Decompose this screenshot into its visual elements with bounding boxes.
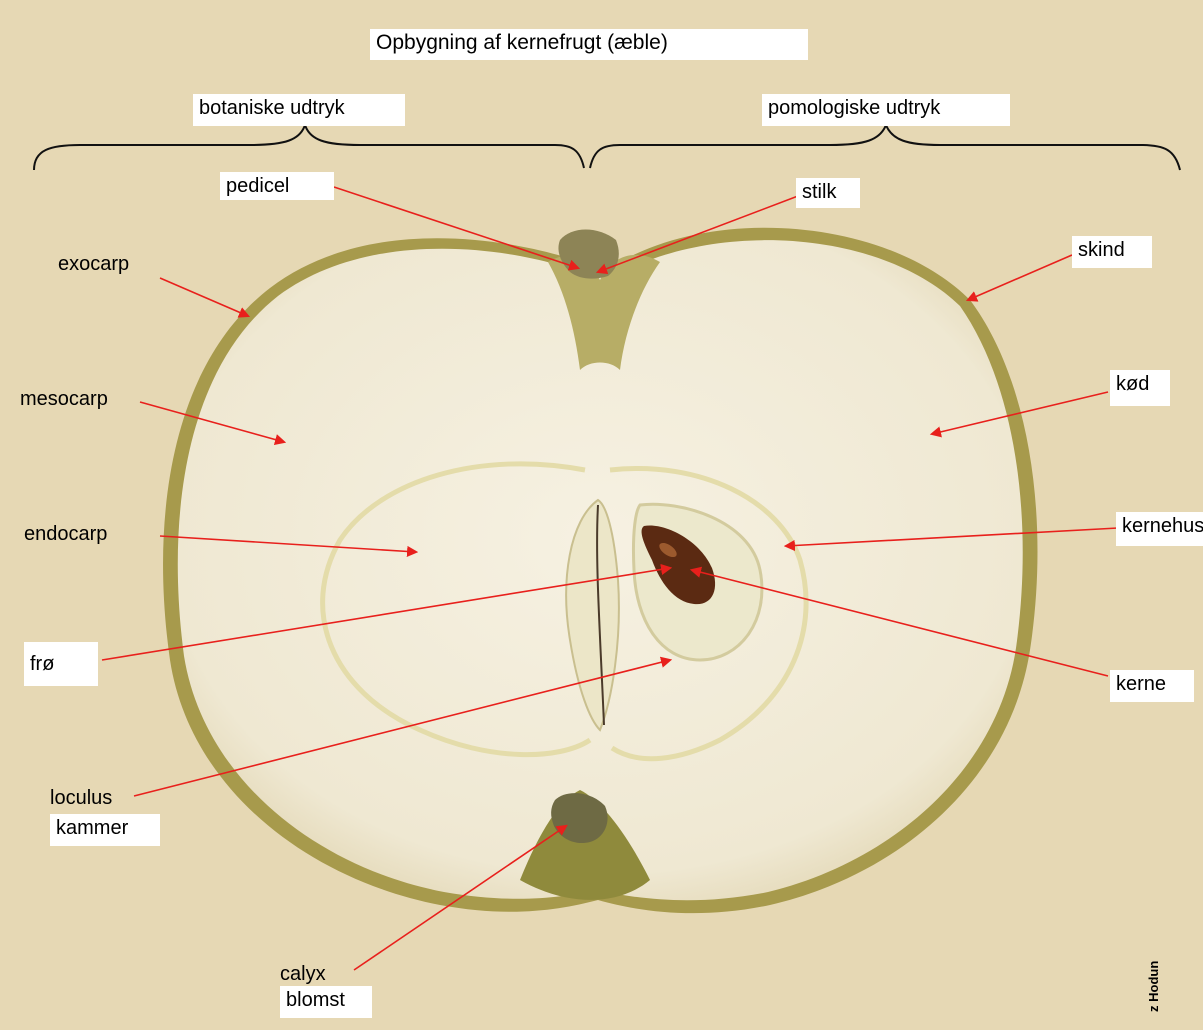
- label-seed: frø: [24, 642, 98, 686]
- label-loculus: loculus: [50, 784, 112, 812]
- label-skin: skind: [1072, 236, 1152, 268]
- label-chamber: kammer: [50, 814, 160, 846]
- label-endocarp: endocarp: [24, 520, 107, 548]
- label-flower: blomst: [280, 986, 372, 1018]
- arrow-exocarp: [160, 278, 248, 316]
- heading-botanical: botaniske udtryk: [193, 94, 405, 126]
- label-flesh: kød: [1110, 370, 1170, 406]
- heading-pomological: pomologiske udtryk: [762, 94, 1010, 126]
- label-pip: kerne: [1110, 670, 1194, 702]
- label-calyx: calyx: [280, 960, 326, 988]
- label-stalk: stilk: [796, 178, 860, 208]
- brace-botanical: [34, 125, 584, 170]
- image-credit: z Hodun: [1146, 961, 1161, 1012]
- label-exocarp: exocarp: [58, 250, 129, 278]
- diagram-title: Opbygning af kernefrugt (æble): [370, 29, 808, 60]
- brace-pomological: [590, 125, 1180, 170]
- label-mesocarp: mesocarp: [20, 385, 108, 413]
- label-core: kernehus: [1116, 512, 1203, 546]
- label-pedicel: pedicel: [220, 172, 334, 200]
- arrow-skin: [968, 255, 1072, 300]
